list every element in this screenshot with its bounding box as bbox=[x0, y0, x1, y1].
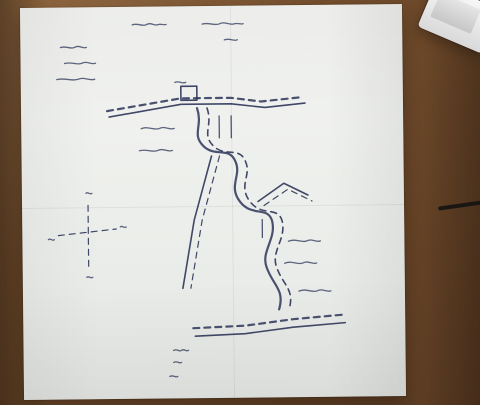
header-scribble-right2 bbox=[223, 38, 238, 41]
bottom-left-mark2 bbox=[173, 361, 183, 364]
label-right-1 bbox=[287, 239, 322, 243]
road-left-diagonal-center bbox=[190, 155, 221, 289]
road-winding bbox=[195, 107, 282, 311]
road-right-branch-center bbox=[263, 188, 313, 207]
bottom-left-mark bbox=[172, 349, 190, 352]
paper-sheet bbox=[19, 4, 407, 400]
header-scribble-right bbox=[201, 22, 244, 26]
road-bottom bbox=[192, 313, 345, 330]
left-note-3 bbox=[56, 77, 96, 81]
road-bottom-edge bbox=[194, 321, 347, 337]
block-top bbox=[179, 85, 198, 102]
bottom-left-mark3 bbox=[169, 375, 179, 378]
compass-w bbox=[47, 238, 56, 241]
compass-cross-h bbox=[57, 228, 117, 237]
road-top-edge bbox=[108, 102, 306, 118]
road-right-branch bbox=[257, 182, 309, 203]
compass-e bbox=[119, 225, 127, 229]
compass-cross-v bbox=[87, 204, 90, 272]
hand-drawn-map bbox=[47, 22, 347, 378]
header-scribble-left bbox=[131, 23, 167, 26]
block-top-label bbox=[174, 81, 187, 84]
compass-n bbox=[85, 192, 93, 195]
label-left-mid-1 bbox=[140, 126, 175, 130]
pen bbox=[437, 199, 480, 211]
device-corner bbox=[417, 0, 480, 54]
road-top bbox=[105, 95, 305, 113]
label-right-2 bbox=[283, 261, 318, 265]
label-left-mid-2 bbox=[138, 148, 174, 152]
label-right-3 bbox=[298, 289, 332, 293]
compass-s bbox=[86, 276, 94, 279]
left-note-1 bbox=[59, 45, 88, 49]
road-left-diagonal bbox=[182, 155, 213, 290]
left-note-2 bbox=[63, 61, 97, 65]
